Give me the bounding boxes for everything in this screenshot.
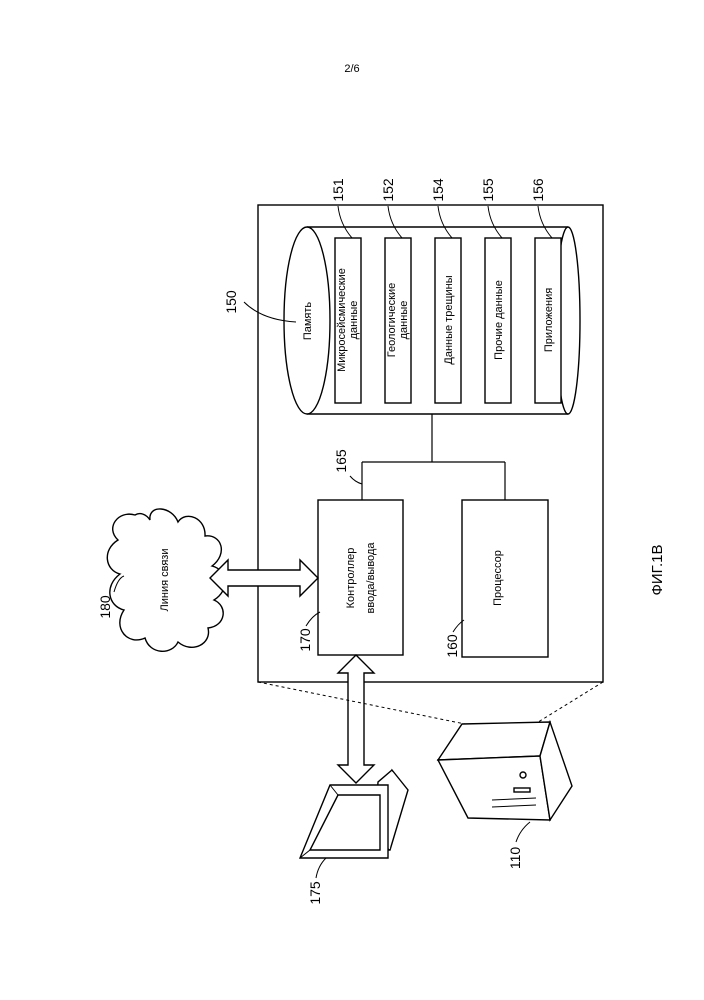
io-controller-label-1: Контроллер	[345, 548, 357, 609]
io-controller-ref: 170	[297, 628, 313, 652]
memory-label: Память	[302, 302, 314, 341]
data-item-154-label: Данные трещины	[443, 275, 455, 364]
comm-link-ref: 180	[97, 595, 113, 619]
ref-151: 151	[330, 178, 346, 202]
ref-156: 156	[530, 178, 546, 202]
zoom-line-bottom	[535, 682, 603, 724]
io-controller-box	[318, 500, 403, 655]
data-item-151-label-1: Микросейсмические	[336, 268, 348, 372]
io-controller-label-2: ввода/вывода	[365, 542, 377, 614]
data-item-152-label-2: данные	[398, 301, 410, 340]
processor-label: Процессор	[492, 550, 504, 606]
data-item-152-label-1: Геологические	[386, 283, 398, 357]
terminal-icon	[300, 770, 408, 858]
figure-label: ФИГ.1B	[649, 545, 666, 596]
data-item-151-label-2: данные	[348, 301, 360, 340]
data-item-155-label: Прочие данные	[493, 280, 505, 360]
data-item-156: Приложения	[535, 238, 561, 403]
memory-ref: 150	[223, 290, 239, 314]
data-item-151: Микросейсмические данные	[335, 238, 361, 403]
data-item-156-label: Приложения	[543, 288, 555, 352]
terminal-leader	[316, 858, 326, 878]
terminal-ref: 175	[307, 881, 323, 905]
data-item-152: Геологические данные	[385, 238, 411, 403]
server-leader	[516, 822, 530, 842]
data-item-154: Данные трещины	[435, 238, 461, 403]
processor-ref: 160	[444, 634, 460, 658]
page-number: 2/6	[344, 63, 359, 75]
server-icon	[438, 722, 572, 820]
ref-155: 155	[480, 178, 496, 202]
data-item-155: Прочие данные	[485, 238, 511, 403]
processor-box	[462, 500, 548, 657]
ref-154: 154	[430, 178, 446, 202]
server-ref: 110	[507, 847, 523, 870]
bus-ref: 165	[333, 449, 349, 473]
comm-link-label: Линия связи	[159, 549, 171, 612]
ref-152: 152	[380, 178, 396, 202]
